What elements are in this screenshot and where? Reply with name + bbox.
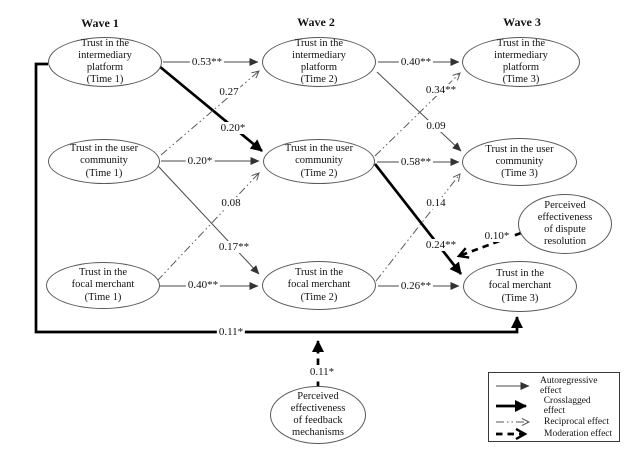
coefficient-dispute-moderation: 0.10* — [482, 230, 512, 242]
legend-label: Reciprocal effect — [544, 417, 609, 427]
wave-1-header: Wave 1 — [81, 16, 119, 30]
crosslagged-arrow-community-t2-merchant-t3 — [373, 163, 463, 275]
node-text-line: (Time 3) — [502, 74, 540, 86]
reciprocal-arrow-icon — [496, 418, 531, 426]
node-trust-community-t2: Trust in the user community (Time 2) — [263, 139, 375, 184]
coefficient-platform-t2-t3: 0.40** — [398, 56, 434, 68]
crosslagged-arrow-platform-t2-community-t3 — [376, 71, 462, 152]
node-text-line: Trust in the — [495, 268, 545, 280]
node-text-line: Trust in the user — [485, 143, 554, 155]
node-trust-platform-t1: Trust in the intermediary platform (Time… — [48, 37, 162, 87]
coefficient-platform-t1-t2: 0.53** — [189, 56, 225, 68]
node-text-line: Trust in the — [80, 37, 130, 49]
node-text-line: intermediary — [494, 49, 548, 61]
coefficient-community-t1-t2: 0.20* — [185, 155, 215, 167]
node-text-line: community — [80, 155, 128, 167]
node-text-line: Trust in the — [294, 37, 344, 49]
node-text-line: Trust in the user — [69, 143, 139, 155]
node-text-line: platform — [300, 62, 338, 73]
node-text-line: intermediary — [292, 49, 346, 61]
node-text-line: (Time 3) — [501, 168, 538, 180]
node-trust-community-t3: Trust in the user community (Time 3) — [462, 138, 577, 186]
coefficient-merchant-t2-community-t3: 0.14 — [424, 197, 448, 209]
node-text-line: community — [295, 155, 343, 167]
crosslagged-arrow-community-t1-merchant-t2 — [157, 165, 260, 275]
reciprocal-arrow-community-t1-platform-t2 — [160, 70, 260, 156]
node-text-line: resolution — [544, 236, 586, 248]
node-trust-merchant-t3: Trust in the focal merchant (Time 3) — [463, 261, 577, 312]
node-trust-platform-t2: Trust in the intermediary platform (Time… — [262, 37, 376, 87]
wave-2-header: Wave 2 — [297, 15, 335, 29]
node-trust-merchant-t2: Trust in the focal merchant (Time 2) — [262, 261, 376, 310]
node-trust-merchant-t1: Trust in the focal merchant (Time 1) — [46, 262, 160, 309]
node-text-line: of feedback — [293, 415, 343, 426]
node-dispute-resolution: Perceived effectiveness of dispute resol… — [518, 194, 612, 254]
coefficient-feedback-moderation: 0.11* — [307, 366, 337, 378]
legend-row-moderation: Moderation effect — [494, 428, 614, 440]
coefficient-community-t2-platform-t3: 0.34** — [423, 84, 459, 96]
node-text-line: focal merchant — [488, 280, 552, 292]
moderation-arrow-icon — [496, 428, 528, 440]
coefficient-community-t1-merchant-t2: 0.17** — [216, 241, 252, 253]
node-text-line: (Time 2) — [300, 167, 338, 179]
crosslagged-arrow-icon — [496, 400, 527, 412]
node-text-line: Perceived — [544, 199, 586, 211]
node-text-line: (Time 3) — [501, 292, 539, 304]
node-text-line: Trust in the — [496, 37, 546, 49]
node-text-line: (Time 1) — [86, 74, 124, 86]
coefficient-platform-t1-community-t2: 0.20* — [218, 122, 248, 134]
node-text-line: platform — [502, 62, 540, 73]
legend-label: Autoregressive effect — [540, 376, 598, 396]
coefficient-merchant-t1-t2: 0.40** — [185, 279, 221, 291]
crosslagged-path-platform-t1-merchant-t3 — [34, 62, 523, 334]
wave-3-header: Wave 3 — [503, 15, 541, 29]
node-text-line: focal merchant — [71, 279, 135, 291]
node-text-line: Trust in the — [294, 267, 344, 279]
legend-box: Autoregressive effect Crosslagged effect… — [488, 372, 620, 442]
crosslagged-arrow-platform-t1-community-t2 — [158, 64, 263, 153]
coefficient-platform-t1-merchant-t3: 0.11* — [216, 326, 246, 338]
node-text-line: effectiveness — [290, 402, 346, 414]
node-trust-community-t1: Trust in the user community (Time 1) — [48, 139, 160, 184]
node-text-line: focal merchant — [287, 279, 351, 291]
legend-label: Crosslagged effect — [543, 396, 591, 416]
node-text-line: Trust in the — [78, 267, 128, 279]
coefficient-merchant-t1-community-t2: 0.08 — [219, 197, 243, 209]
node-text-line: platform — [86, 62, 124, 73]
node-text-line: mechanisms — [292, 427, 344, 439]
node-feedback-mechanisms: Perceived effectiveness of feedback mech… — [270, 386, 366, 444]
node-text-line: (Time 2) — [300, 291, 338, 303]
reciprocal-arrow-merchant-t2-community-t3 — [375, 173, 461, 282]
node-text-line: of dispute — [544, 224, 586, 235]
reciprocal-arrow-merchant-t1-community-t2 — [156, 172, 260, 282]
node-text-line: community — [495, 155, 544, 167]
legend-row-reciprocal: Reciprocal effect — [494, 416, 614, 428]
legend-row-autoregressive: Autoregressive effect — [494, 376, 614, 396]
coefficient-platform-t2-community-t3: 0.09 — [424, 120, 448, 132]
legend-row-crosslagged: Crosslagged effect — [494, 396, 614, 416]
node-trust-platform-t3: Trust in the intermediary platform (Time… — [462, 37, 580, 87]
coefficient-merchant-t2-t3: 0.26** — [398, 280, 434, 292]
node-text-line: (Time 1) — [85, 167, 123, 179]
coefficient-community-t2-merchant-t3: 0.24** — [423, 239, 459, 251]
legend-label: Moderation effect — [544, 429, 613, 439]
node-text-line: effectiveness — [537, 211, 593, 223]
node-text-line: intermediary — [78, 49, 132, 61]
autoregressive-arrow-icon — [496, 382, 530, 390]
node-text-line: (Time 2) — [300, 74, 338, 86]
coefficient-community-t1-platform-t2: 0.27 — [217, 86, 241, 98]
node-text-line: Perceived — [297, 390, 339, 402]
coefficient-community-t2-t3: 0.58** — [398, 156, 434, 168]
node-text-line: Trust in the user — [284, 143, 354, 155]
node-text-line: (Time 1) — [84, 291, 122, 303]
